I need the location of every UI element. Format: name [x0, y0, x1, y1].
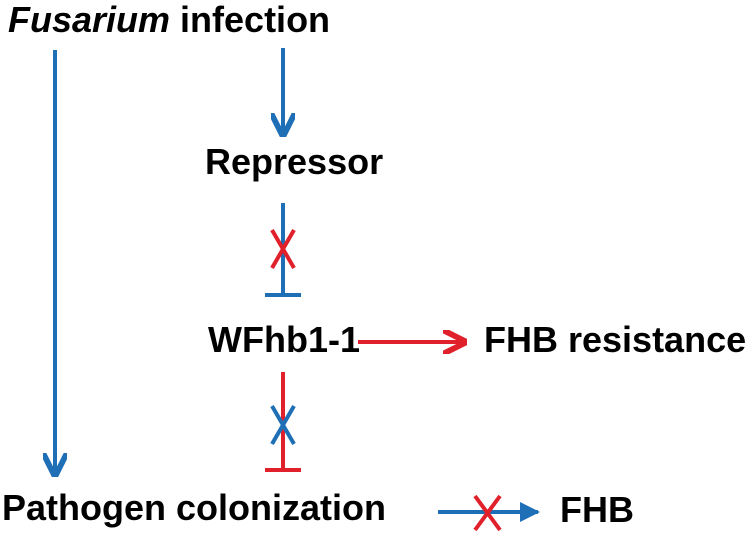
- colonization-to-fhb-blocked: [438, 494, 540, 532]
- fhb-resistance-label: FHB resistance: [484, 319, 746, 360]
- wfhb-inhibits-colonization-blocked: [265, 372, 301, 472]
- repressor-label: Repressor: [205, 141, 383, 182]
- fhb-label: FHB: [560, 489, 634, 530]
- red-cross-icon: [473, 494, 502, 532]
- wfhb1-1-label: WFhb1-1: [208, 319, 360, 360]
- repressor-inhibits-wfhb-blocked: [265, 203, 301, 297]
- infection-word: infection: [170, 0, 330, 40]
- fusarium-italic: Fusarium: [8, 0, 170, 40]
- fusarium-infection-label: Fusarium infection: [8, 0, 330, 40]
- blue-cross-icon: [270, 404, 296, 446]
- pathogen-colonization-label: Pathogen colonization: [2, 487, 386, 528]
- red-cross-icon: [270, 228, 296, 270]
